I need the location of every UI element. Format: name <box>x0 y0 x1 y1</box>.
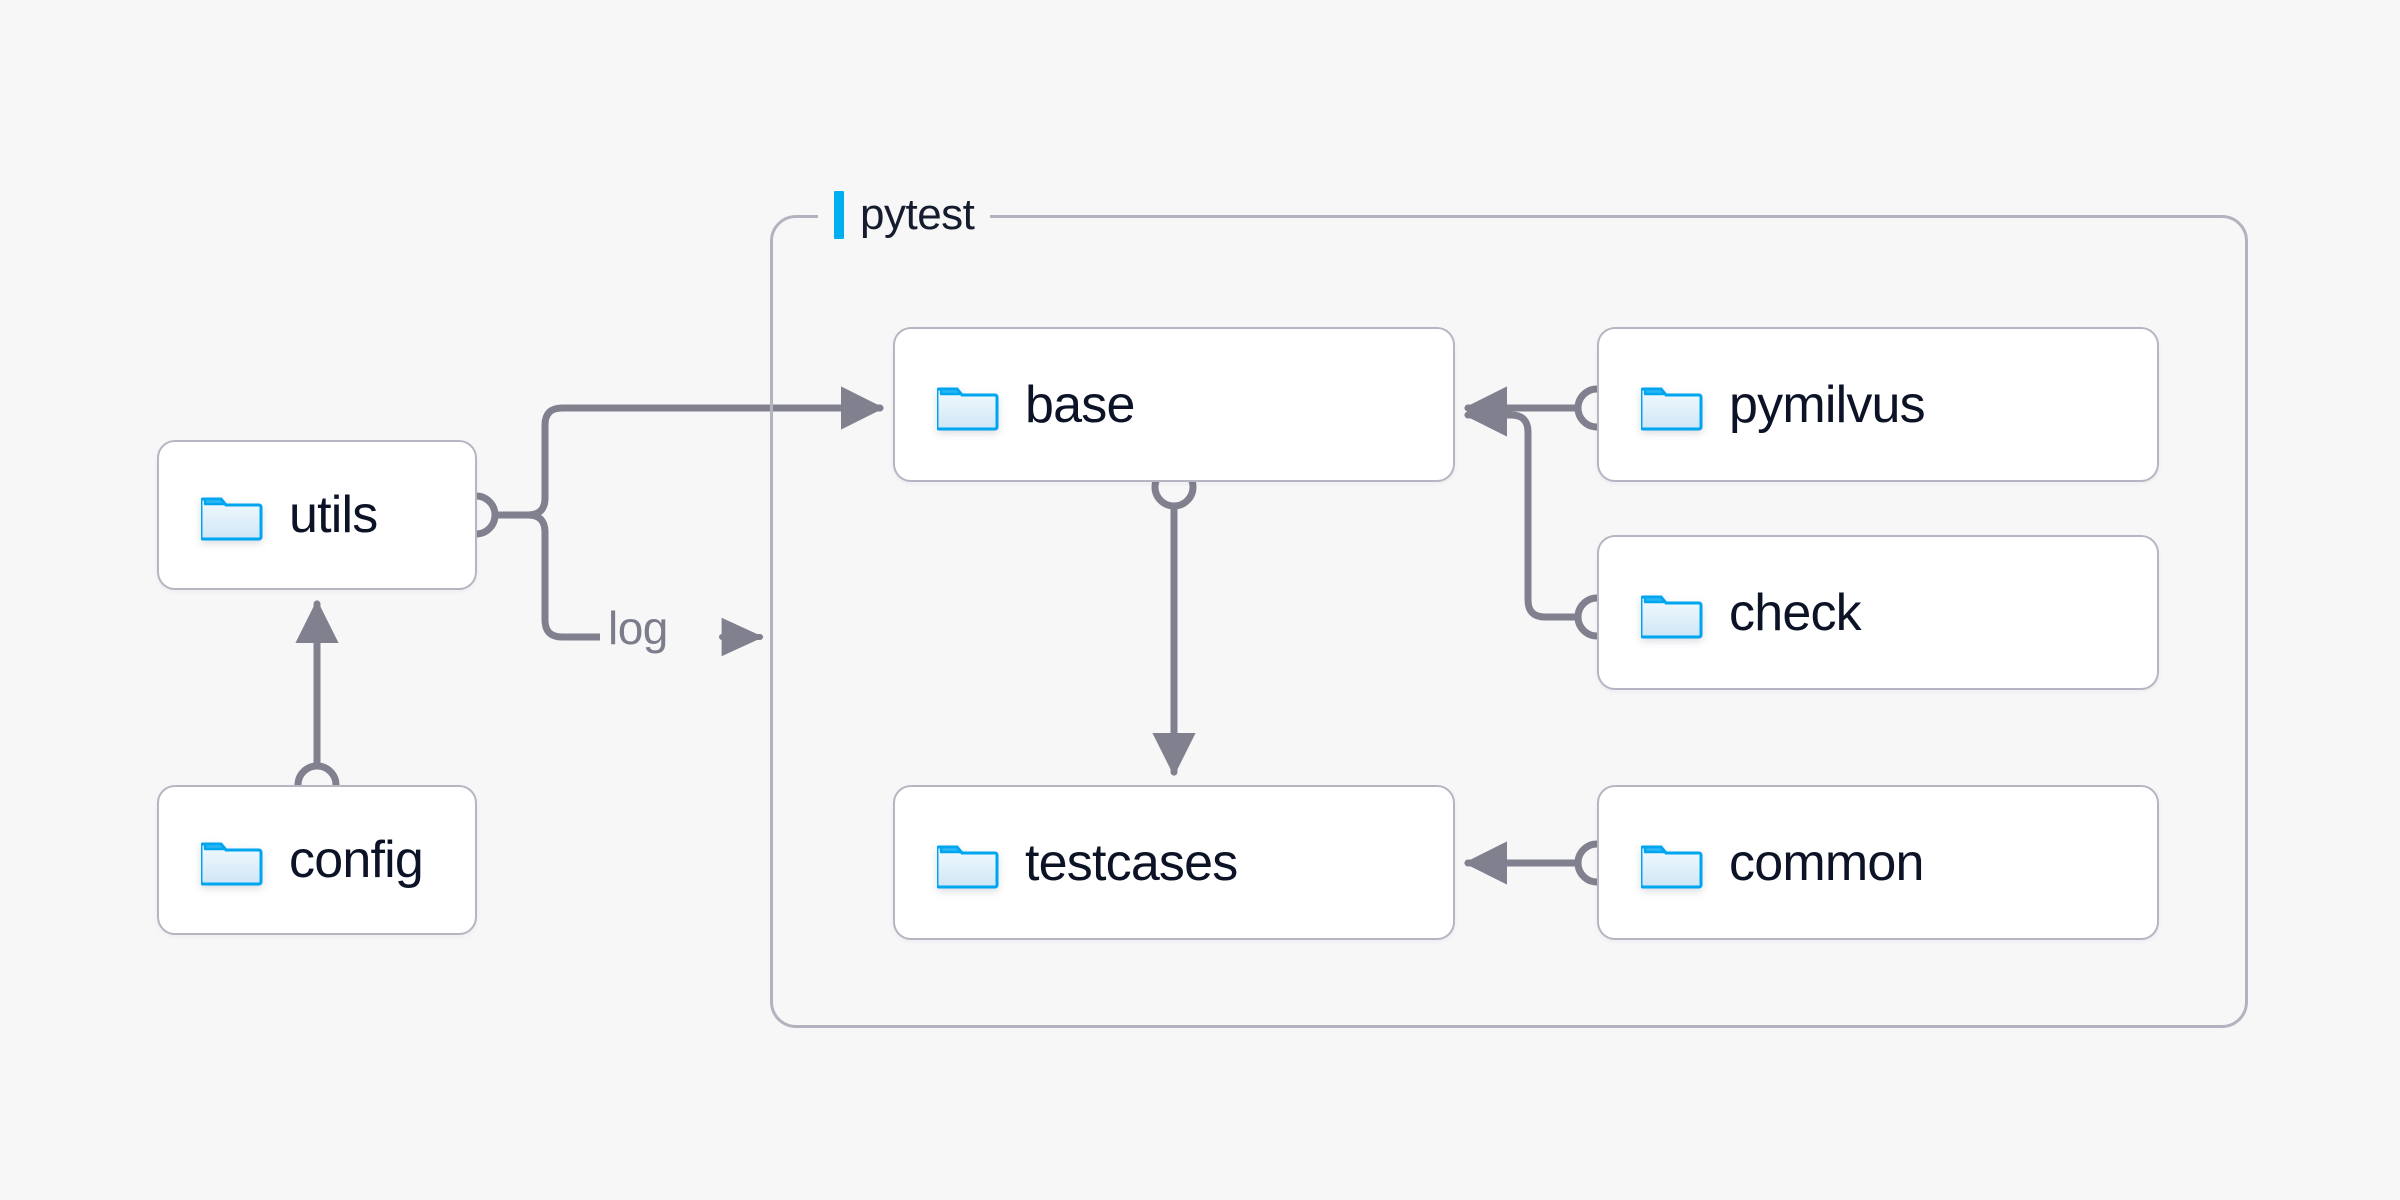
node-testcases[interactable]: testcases <box>893 785 1455 940</box>
folder-icon <box>201 497 263 541</box>
accent-bar-icon <box>834 191 844 239</box>
node-common[interactable]: common <box>1597 785 2159 940</box>
folder-icon <box>1641 845 1703 888</box>
folder-icon <box>1641 387 1703 430</box>
pytest-group-label-text: pytest <box>860 190 975 239</box>
node-utils[interactable]: utils <box>157 440 477 590</box>
edge-utils-to-log <box>486 511 604 641</box>
pytest-group-label: pytest <box>818 187 991 243</box>
node-label: testcases <box>1025 833 1238 892</box>
folder-icon <box>1641 595 1703 638</box>
node-label: utils <box>289 486 378 544</box>
folder-icon <box>937 387 999 430</box>
edge-label-log: log <box>600 605 676 651</box>
node-base[interactable]: base <box>893 327 1455 482</box>
folder-icon <box>201 842 263 886</box>
node-config[interactable]: config <box>157 785 477 935</box>
node-pymilvus[interactable]: pymilvus <box>1597 327 2159 482</box>
node-label: pymilvus <box>1729 375 1926 434</box>
node-label: config <box>289 831 424 889</box>
node-check[interactable]: check <box>1597 535 2159 690</box>
folder-icon <box>937 845 999 888</box>
node-label: check <box>1729 583 1862 642</box>
node-label: base <box>1025 375 1135 434</box>
pytest-group[interactable] <box>770 215 2248 1028</box>
node-label: common <box>1729 833 1924 892</box>
